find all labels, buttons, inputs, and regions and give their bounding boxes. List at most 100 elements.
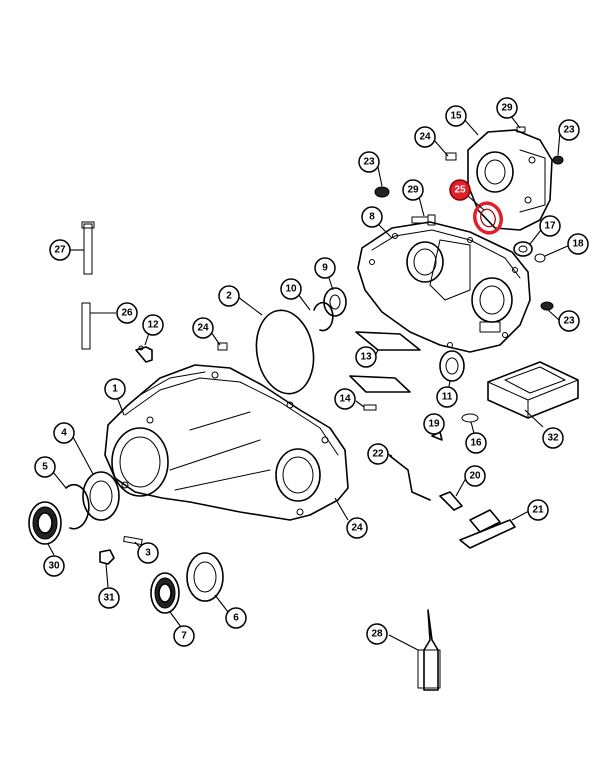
bolt-29-mid-part [411,214,436,226]
callout-16: 16 [465,432,487,454]
plug-23-right-part [540,301,554,311]
callout-label: 4 [61,428,67,439]
callout-label: 23 [363,157,375,168]
callout-23-top-right: 23 [558,119,580,141]
bolt-14-part [363,404,377,411]
bearing-17-part [513,241,533,257]
sealant-tube-28-part [417,609,441,691]
callout-label: 32 [547,433,559,444]
callout-label: 6 [233,613,239,624]
dowel-24-top-part [445,152,457,161]
dowel-24-left-part [217,342,228,351]
callout-label: 2 [226,291,232,302]
pin-3-part [123,535,143,546]
snap-ring-5-part [65,483,90,530]
callout-29-mid: 29 [402,179,424,201]
fitting-12-part [135,345,153,363]
lever-22-part [389,455,431,501]
callout-27: 27 [49,239,71,261]
seal-30-part [28,501,62,545]
callout-7: 7 [173,625,195,647]
callout-label: 3 [145,548,151,559]
callout-25-highlighted: 25 [449,179,471,201]
callout-label: 24 [419,132,431,143]
callout-label: 18 [572,239,584,250]
callout-label: 15 [450,111,462,122]
callout-12: 12 [142,314,164,336]
callout-23-upper: 23 [358,151,380,173]
callout-9: 9 [314,257,336,279]
fork-21-part [459,509,516,549]
callout-label: 19 [428,419,440,430]
callout-label: 20 [469,471,481,482]
callout-5: 5 [34,456,56,478]
callout-label: 28 [371,629,383,640]
callout-label: 22 [372,449,384,460]
callout-label: 26 [121,308,133,319]
callout-31: 31 [98,587,120,609]
callout-label: 31 [103,593,115,604]
callout-label: 21 [532,505,544,516]
callout-label: 27 [54,245,66,256]
callout-label: 7 [181,631,187,642]
plug-23-upper-part [374,186,390,198]
callout-21: 21 [527,499,549,521]
callout-label: 1 [112,384,118,395]
rear-case-part [357,221,531,353]
callout-2: 2 [218,285,240,307]
bearing-4-part [82,471,120,521]
callout-label: 25 [454,185,466,196]
callout-label: 9 [322,263,328,274]
bearing-6-part [186,552,224,602]
callout-13: 13 [355,346,377,368]
callout-24-top: 24 [414,126,436,148]
callout-label: 24 [351,523,363,534]
snap-ring-10-part [313,301,334,332]
callout-1: 1 [104,378,126,400]
callout-label: 30 [48,561,60,572]
callout-28: 28 [366,623,388,645]
callout-label: 13 [360,352,372,363]
callout-label: 8 [369,212,375,223]
ring-18-part [534,253,546,263]
shaft-27-part [81,221,95,275]
callout-24-bottom: 24 [346,517,368,539]
callout-10: 10 [280,278,302,300]
extension-housing-part [467,129,553,231]
callout-label: 16 [470,438,482,449]
callout-19: 19 [423,413,445,435]
callout-29-top: 29 [496,97,518,119]
callout-4: 4 [53,422,75,444]
plug-23-top-right-part [552,155,564,165]
callout-18: 18 [567,233,589,255]
callout-30: 30 [43,555,65,577]
seal-7-part [150,572,180,614]
bolt-29-top-part [516,126,526,133]
callout-8: 8 [361,206,383,228]
callout-24-left: 24 [192,317,214,339]
shaft-26-part [81,302,91,350]
module-32-part [487,361,579,419]
o-ring-2-part [255,309,315,395]
callout-17: 17 [539,215,561,237]
callout-32: 32 [542,427,564,449]
callout-label: 29 [501,103,513,114]
callout-6: 6 [225,607,247,629]
bearing-9-part [323,287,347,317]
callout-11: 11 [436,386,458,408]
callout-label: 11 [442,392,453,403]
callout-label: 10 [285,284,297,295]
washer-16-part [461,413,479,423]
callout-22: 22 [367,443,389,465]
callout-20: 20 [464,465,486,487]
bearing-11-part [439,350,465,382]
callout-label: 23 [563,316,575,327]
callout-26: 26 [116,302,138,324]
callout-label: 12 [147,320,159,331]
callout-label: 23 [563,125,575,136]
callout-label: 29 [407,185,419,196]
callout-3: 3 [137,542,159,564]
front-case-part [104,364,349,521]
seal-25-part [473,201,503,235]
callout-label: 5 [42,462,48,473]
